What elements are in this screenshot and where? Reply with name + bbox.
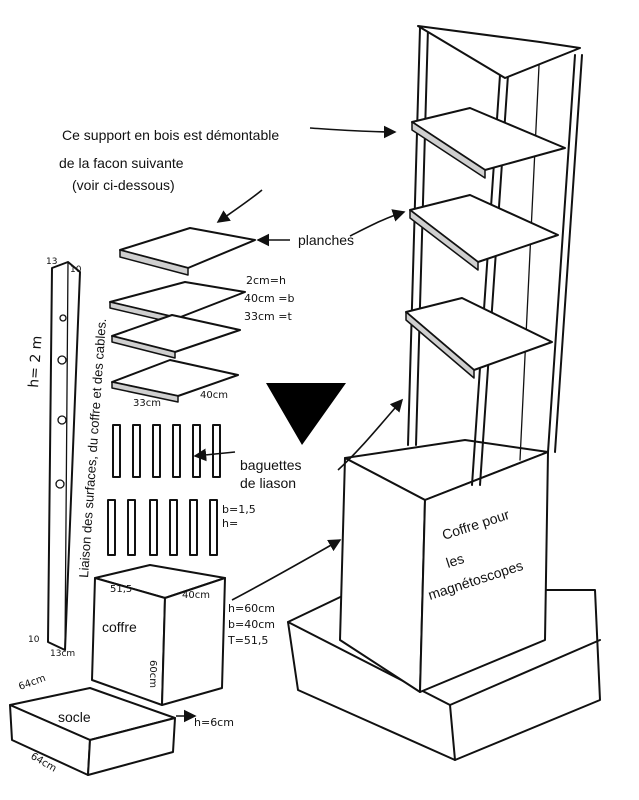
baguettes-line-2: de liason [240,475,296,491]
dim-post-top-right: 10 [70,265,82,275]
plank-3 [111,314,241,359]
dim-coffre-b: b=40cm [228,618,275,631]
tower-illustration [287,25,601,761]
exploded-planks [109,227,256,403]
dim-plank-b: 40cm =b [244,292,294,305]
tower-coffre [339,439,549,693]
dim-baguette-b: b=1,5 [222,503,256,516]
plank-4 [111,359,239,403]
tower-shelf-2 [409,194,559,271]
liaison-vertical-text: Liaison des surfaces, du coffre et des c… [76,318,109,578]
intro-line-1: Ce support en bois est démontable [62,127,279,143]
dim-plank-33: 33cm [133,398,161,409]
dim-socle-h: h=6cm [194,716,234,729]
dim-plank-h: 2cm=h [246,274,286,287]
dim-coffre-t: T=51,5 [227,634,268,647]
dim-baguette-h: h= [222,517,238,530]
dim-post-h: h= 2 m [26,335,46,388]
dim-coffre-top-right: 40cm [182,590,210,601]
black-triangle [266,383,346,445]
dim-post-bottom-right: 13cm [50,649,75,659]
coffre-label: coffre [102,619,137,635]
dim-post-bottom: 10 [28,635,40,645]
intro-line-3: (voir ci-dessous) [72,177,175,193]
tower-shelf-3 [405,297,553,379]
arrows [176,125,406,723]
tower-top [417,25,581,79]
long-post [47,261,81,651]
intro-line-2: de la facon suivante [59,155,184,171]
planches-label: planches [298,232,354,248]
exploded-coffre [91,564,226,706]
dim-socle-64a: 64cm [17,673,47,693]
baguettes-line-1: baguettes [240,457,302,473]
dim-plank-t: 33cm =t [244,310,292,323]
dim-plank-40: 40cm [200,390,228,401]
coffre-pour-line-2: les [444,550,466,571]
dim-post-top: 13 [46,257,57,267]
tower-shelf-1 [411,107,566,179]
tower-posts [407,27,583,486]
plank-1 [119,227,256,276]
socle-label: socle [58,709,91,725]
dim-coffre-h: h=60cm [228,602,275,615]
dim-coffre-side: 60cm [147,660,158,688]
exploded-socle [9,687,176,776]
dim-coffre-top-left: 51,5 [110,584,132,595]
baguettes-sticks [107,424,221,556]
